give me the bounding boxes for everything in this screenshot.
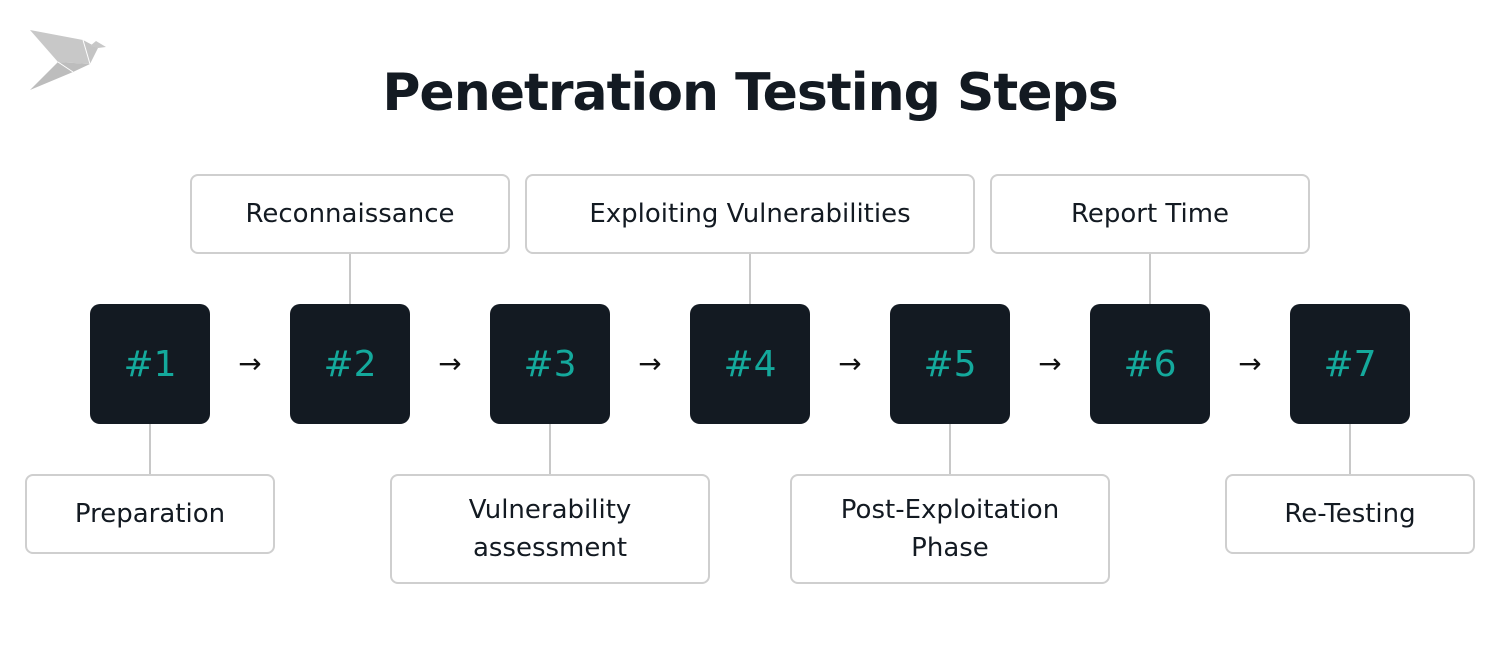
origami-bird-logo-icon bbox=[30, 30, 106, 90]
step-6-label: Report Time bbox=[990, 174, 1310, 254]
connector-6 bbox=[1149, 254, 1151, 304]
step-6-badge: #6 bbox=[1090, 304, 1210, 424]
step-5-badge: #5 bbox=[890, 304, 1010, 424]
connector-7 bbox=[1349, 424, 1351, 474]
step-2-label: Reconnaissance bbox=[190, 174, 510, 254]
arrow-right-icon: → bbox=[438, 347, 462, 380]
connector-3 bbox=[549, 424, 551, 474]
step-4-label: Exploiting Vulnerabilities bbox=[525, 174, 975, 254]
arrow-right-icon: → bbox=[1038, 347, 1062, 380]
connector-5 bbox=[949, 424, 951, 474]
step-4-badge: #4 bbox=[690, 304, 810, 424]
step-5-label: Post-Exploitation Phase bbox=[790, 474, 1110, 584]
arrow-right-icon: → bbox=[638, 347, 662, 380]
connector-2 bbox=[349, 254, 351, 304]
connector-1 bbox=[149, 424, 151, 474]
step-7-badge: #7 bbox=[1290, 304, 1410, 424]
page-title: Penetration Testing Steps bbox=[382, 63, 1118, 123]
step-2-badge: #2 bbox=[290, 304, 410, 424]
step-1-badge: #1 bbox=[90, 304, 210, 424]
step-3-badge: #3 bbox=[490, 304, 610, 424]
step-3-label: Vulnerability assessment bbox=[390, 474, 710, 584]
step-1-label: Preparation bbox=[25, 474, 275, 554]
step-7-label: Re-Testing bbox=[1225, 474, 1475, 554]
arrow-right-icon: → bbox=[1238, 347, 1262, 380]
arrow-right-icon: → bbox=[238, 347, 262, 380]
arrow-right-icon: → bbox=[838, 347, 862, 380]
connector-4 bbox=[749, 254, 751, 304]
